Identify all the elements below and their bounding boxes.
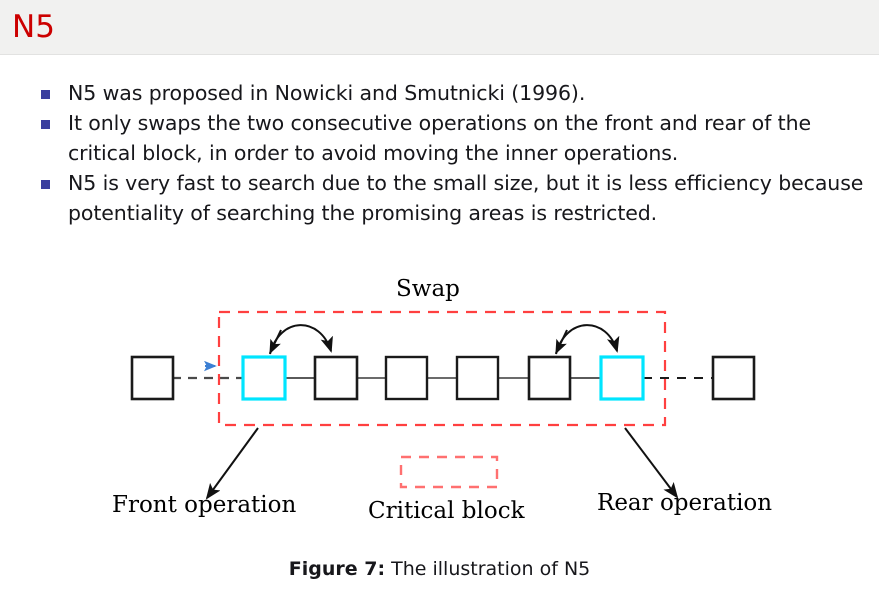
swap-arrow-rear <box>555 324 620 355</box>
front-operation-leader <box>205 427 259 500</box>
critical-block-region <box>217 310 667 427</box>
operation-node-5 <box>527 355 572 401</box>
bullet-square-icon <box>41 180 50 189</box>
figure-diagram-svg <box>130 310 756 500</box>
operation-node-2 <box>313 355 359 401</box>
list-item: N5 is very fast to search due to the sma… <box>38 168 868 228</box>
swap-arrows <box>269 324 620 355</box>
front-operation-label: Front operation <box>112 492 297 518</box>
operation-node-0 <box>130 355 175 401</box>
swap-label: Swap <box>396 276 460 302</box>
bullet-text: N5 was proposed in Nowicki and Smutnicki… <box>68 81 586 105</box>
bullet-square-icon <box>41 120 50 129</box>
bullet-text: It only swaps the two consecutive operat… <box>68 111 811 165</box>
operation-node-3 <box>384 355 429 401</box>
bullet-square-icon <box>41 90 50 99</box>
figure-caption-prefix: Figure 7: <box>288 558 386 580</box>
operation-node-1-front-highlight <box>241 355 287 401</box>
slide-header: N5 <box>0 0 879 55</box>
page-title: N5 <box>12 9 55 45</box>
operation-nodes <box>130 355 756 401</box>
figure-caption: Figure 7: The illustration of N5 <box>0 558 879 580</box>
figure-illustration-n5: Swap Front operation Critical block Rear… <box>0 258 879 558</box>
label-leader-lines <box>205 427 679 500</box>
operation-node-4 <box>455 355 500 401</box>
operation-node-7 <box>711 355 756 401</box>
operation-node-6-rear-highlight <box>599 355 645 401</box>
list-item: It only swaps the two consecutive operat… <box>38 108 868 168</box>
bullet-list: N5 was proposed in Nowicki and Smutnicki… <box>38 78 868 228</box>
swap-arrow-left-heads <box>269 329 568 355</box>
critical-block-legend-swatch <box>399 455 499 489</box>
swap-arrow-front <box>269 324 333 355</box>
list-item: N5 was proposed in Nowicki and Smutnicki… <box>38 78 868 108</box>
rear-operation-leader <box>624 427 679 499</box>
bullet-text: N5 is very fast to search due to the sma… <box>68 171 864 225</box>
critical-block-label: Critical block <box>368 498 525 524</box>
figure-caption-text: The illustration of N5 <box>385 558 591 580</box>
rear-operation-label: Rear operation <box>597 490 773 516</box>
